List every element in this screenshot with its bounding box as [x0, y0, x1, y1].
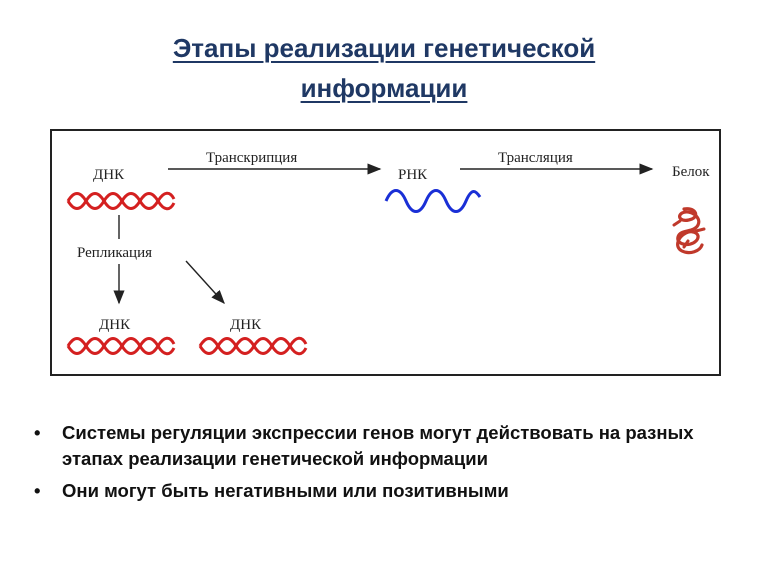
bullet-list: • Системы регуляции экспрессии генов мог… — [34, 420, 744, 510]
transcription-label: Транскрипция — [206, 150, 297, 166]
bullet-marker: • — [34, 480, 41, 501]
dna-double-helix-icon — [66, 191, 176, 211]
bullet-item: • Они могут быть негативными или позитив… — [34, 478, 744, 504]
bullet-text: Они могут быть негативными или позитивны… — [62, 480, 509, 501]
dna-double-helix-icon — [66, 336, 176, 356]
protein-coil-icon — [672, 207, 706, 255]
bullet-text: Системы регуляции экспрессии генов могут… — [62, 422, 694, 469]
bullet-marker: • — [34, 422, 41, 443]
genetic-info-diagram: ДНК Транскрипция РНК Трансляция Белок Ре… — [50, 129, 721, 376]
dna-bottom-left-label: ДНК — [99, 317, 131, 333]
bullet-item: • Системы регуляции экспрессии генов мог… — [34, 420, 744, 472]
replication-label: Репликация — [77, 245, 152, 261]
title-line-1: Этапы реализации генетической — [172, 33, 596, 63]
slide-title: Этапы реализации генетической информации — [0, 28, 768, 108]
translation-label: Трансляция — [498, 150, 573, 166]
diagram-canvas: ДНК Транскрипция РНК Трансляция Белок Ре… — [66, 150, 710, 356]
replication-diagonal-arrow — [185, 260, 225, 305]
rna-label: РНК — [398, 167, 428, 183]
rna-strand-icon — [384, 189, 482, 213]
dna-double-helix-icon — [198, 336, 308, 356]
dna-bottom-right-label: ДНК — [230, 317, 262, 333]
title-line-2: информации — [300, 73, 468, 103]
dna-top-label: ДНК — [93, 167, 125, 183]
protein-label: Белок — [672, 164, 710, 180]
